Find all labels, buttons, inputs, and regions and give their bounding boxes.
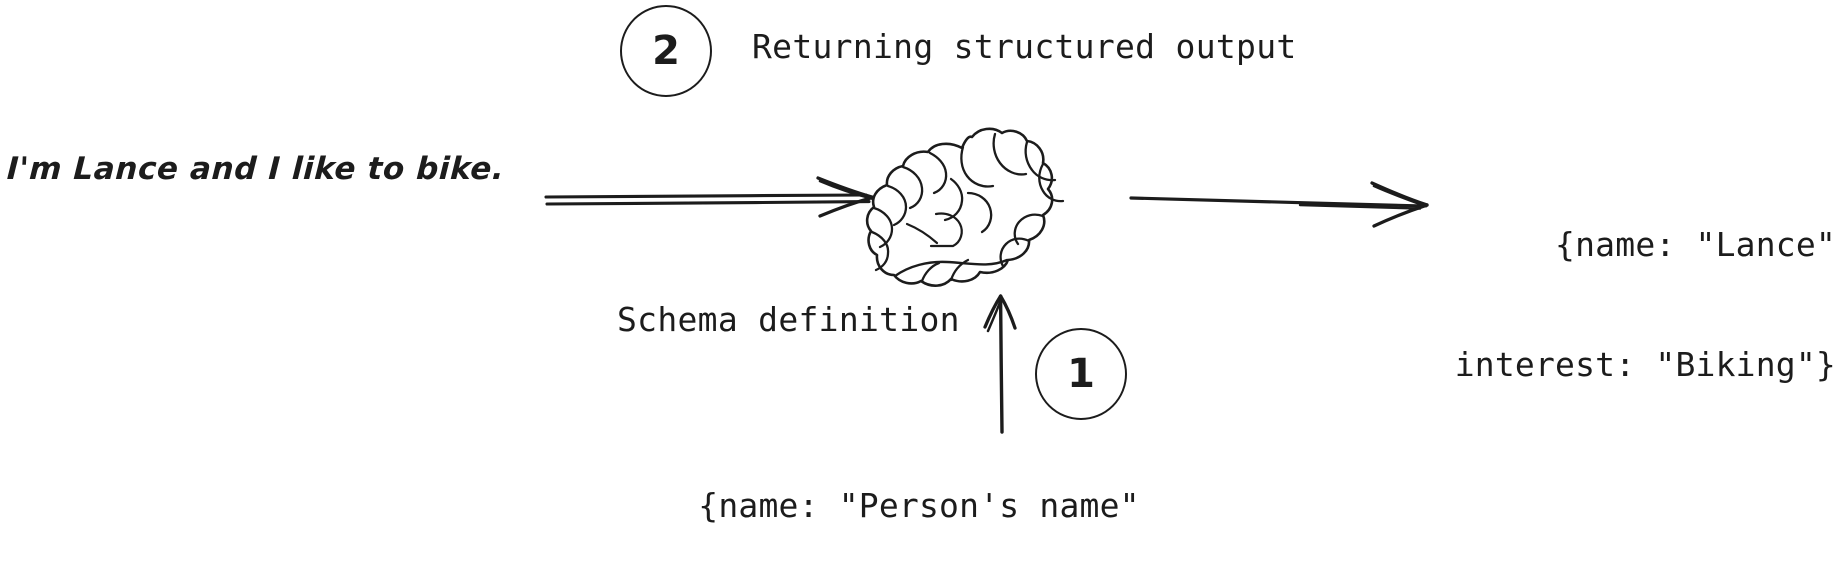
structured-output-text: {name: "Lance" interest: "Biking"} [1455,144,1836,466]
step-1-label: Schema definition [617,300,960,339]
step-2-label: Returning structured output [752,27,1297,66]
output-line-1: {name: "Lance" [1555,224,1836,264]
output-line-2: interest: "Biking"} [1454,345,1836,385]
input-text: I'm Lance and I like to bike. [6,151,506,187]
schema-definition-text: {name: "Person's name" interest: "Person… [0,405,1838,566]
model-to-output-arrow [1129,181,1429,228]
step-badge-1: 1 [1035,328,1127,420]
schema-line-1: {name: "Person's name" [698,485,1140,525]
input-to-model-arrow [544,176,875,218]
brain-icon [865,127,1065,287]
step-badge-2: 2 [620,5,712,97]
